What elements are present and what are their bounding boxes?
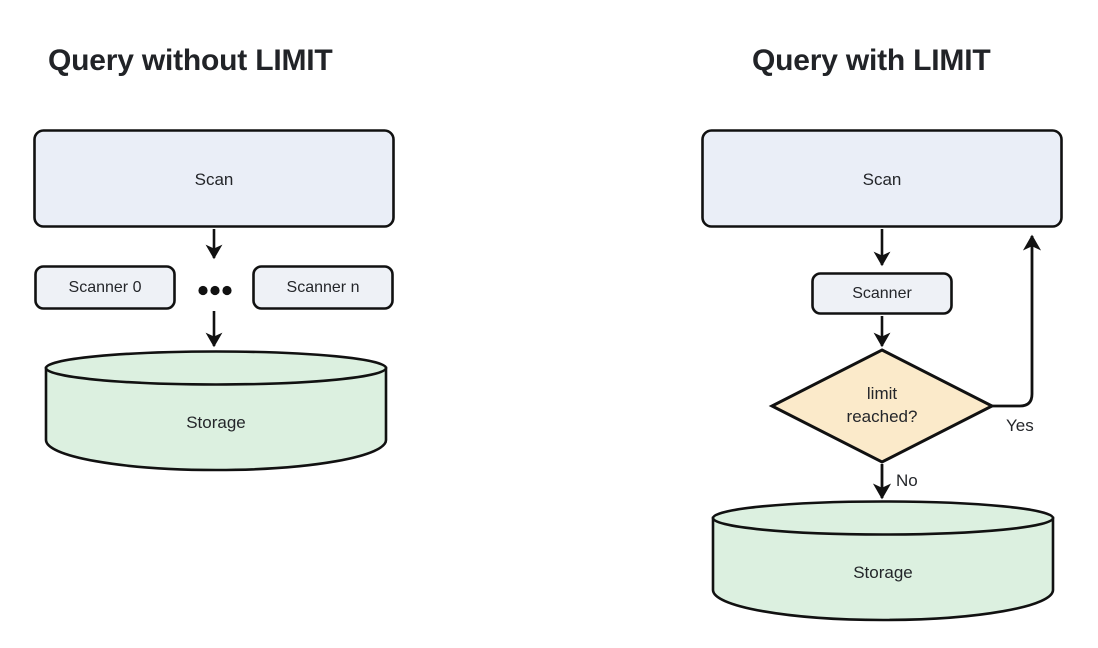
node-storage-left	[44, 350, 388, 472]
edge-label-yes: Yes	[1006, 416, 1034, 435]
node-limit-check	[768, 348, 996, 464]
label-limit-check-line1: limit	[866, 384, 898, 403]
label-limit-check: limit reached?	[782, 383, 982, 428]
ellipsis-dots-icon	[198, 285, 232, 296]
edge-label-no: No	[896, 471, 918, 490]
node-scan-left	[33, 129, 395, 228]
node-scan-right	[701, 129, 1063, 228]
node-scanner-n	[252, 265, 394, 310]
label-limit-check-line2: reached?	[846, 406, 918, 426]
panel-title-left: Query without LIMIT	[48, 44, 333, 77]
panel-title-right: Query with LIMIT	[752, 44, 991, 77]
edge-limit-check-yes	[992, 234, 1042, 408]
node-storage-right	[711, 500, 1055, 622]
node-scanner	[811, 272, 953, 315]
node-scanner-0	[34, 265, 176, 310]
